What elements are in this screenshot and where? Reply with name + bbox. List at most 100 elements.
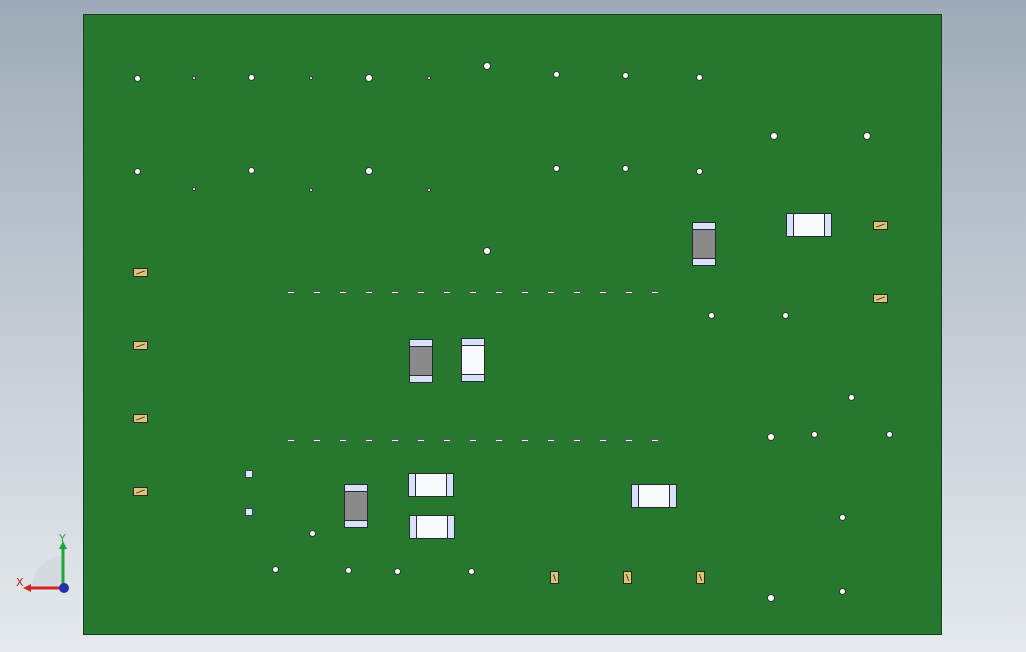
capacitor <box>344 484 368 528</box>
triad-graphic <box>23 541 69 593</box>
capacitor-end <box>787 214 794 236</box>
capacitor <box>408 473 454 497</box>
hole <box>394 568 401 575</box>
hole <box>134 168 141 175</box>
capacitor-end <box>693 223 715 230</box>
small-pad <box>417 439 425 442</box>
hole <box>483 247 491 255</box>
small-pad <box>417 291 425 294</box>
small-pad <box>547 291 555 294</box>
capacitor-end <box>345 485 367 492</box>
x-axis-label: X <box>16 576 24 589</box>
hole <box>309 530 316 537</box>
capacitor <box>409 515 455 539</box>
small-pad <box>313 291 321 294</box>
small-pad <box>495 291 503 294</box>
hole <box>782 312 789 319</box>
led <box>873 221 888 230</box>
z-axis-dot <box>59 583 69 593</box>
hole <box>696 168 703 175</box>
capacitor <box>461 338 485 382</box>
pcb-board[interactable] <box>83 14 942 635</box>
small-pad <box>443 439 451 442</box>
hole <box>427 76 431 80</box>
led <box>133 414 148 423</box>
small-pad <box>365 439 373 442</box>
triad-quadrant <box>32 556 64 588</box>
small-pad <box>443 291 451 294</box>
hole <box>272 566 279 573</box>
hole <box>848 394 855 401</box>
hole <box>483 62 491 70</box>
capacitor-end <box>693 258 715 265</box>
capacitor <box>631 484 677 508</box>
hole <box>248 167 255 174</box>
small-pad <box>651 291 659 294</box>
capacitor-end <box>410 340 432 347</box>
led <box>133 341 148 350</box>
capacitor-end <box>632 485 639 507</box>
capacitor-end <box>824 214 831 236</box>
hole <box>309 188 313 192</box>
hole <box>622 72 629 79</box>
x-axis-arrow <box>23 584 31 592</box>
capacitor <box>692 222 716 266</box>
small-pad <box>521 291 529 294</box>
led <box>550 571 559 584</box>
capacitor-end <box>462 339 484 346</box>
small-pad <box>469 291 477 294</box>
hole <box>811 431 818 438</box>
small-pad <box>469 439 477 442</box>
led <box>133 487 148 496</box>
hole <box>770 132 778 140</box>
coordinate-triad: X Y <box>14 532 78 596</box>
hole <box>863 132 871 140</box>
small-pad <box>287 291 295 294</box>
capacitor-end <box>669 485 676 507</box>
small-pad <box>573 291 581 294</box>
led <box>133 268 148 277</box>
hole <box>839 588 846 595</box>
small-pad <box>287 439 295 442</box>
capacitor-end <box>462 374 484 381</box>
small-pad <box>625 439 633 442</box>
hole <box>708 312 715 319</box>
hole <box>192 187 196 191</box>
hole <box>365 74 373 82</box>
small-pad <box>599 291 607 294</box>
hole <box>192 76 196 80</box>
hole <box>309 76 313 80</box>
hole <box>553 165 560 172</box>
small-pad <box>599 439 607 442</box>
hole <box>767 433 775 441</box>
capacitor-end <box>410 516 417 538</box>
hole <box>839 514 846 521</box>
hole <box>248 74 255 81</box>
capacitor <box>786 213 832 237</box>
y-axis-arrow <box>59 541 67 549</box>
hole <box>468 568 475 575</box>
led <box>873 294 888 303</box>
small-pad <box>547 439 555 442</box>
small-pad <box>625 291 633 294</box>
capacitor-end <box>447 516 454 538</box>
small-pad <box>391 439 399 442</box>
hole <box>622 165 629 172</box>
small-pad <box>495 439 503 442</box>
small-pad <box>651 439 659 442</box>
small-pad <box>313 439 321 442</box>
led <box>696 571 705 584</box>
hole <box>767 594 775 602</box>
hole <box>696 74 703 81</box>
capacitor-end <box>345 520 367 527</box>
hole <box>365 167 373 175</box>
hole <box>886 431 893 438</box>
capacitor-end <box>410 375 432 382</box>
small-pad <box>365 291 373 294</box>
hole <box>427 188 431 192</box>
hole <box>553 71 560 78</box>
capacitor-end <box>409 474 416 496</box>
y-axis-label: Y <box>59 532 66 545</box>
capacitor-end <box>446 474 453 496</box>
